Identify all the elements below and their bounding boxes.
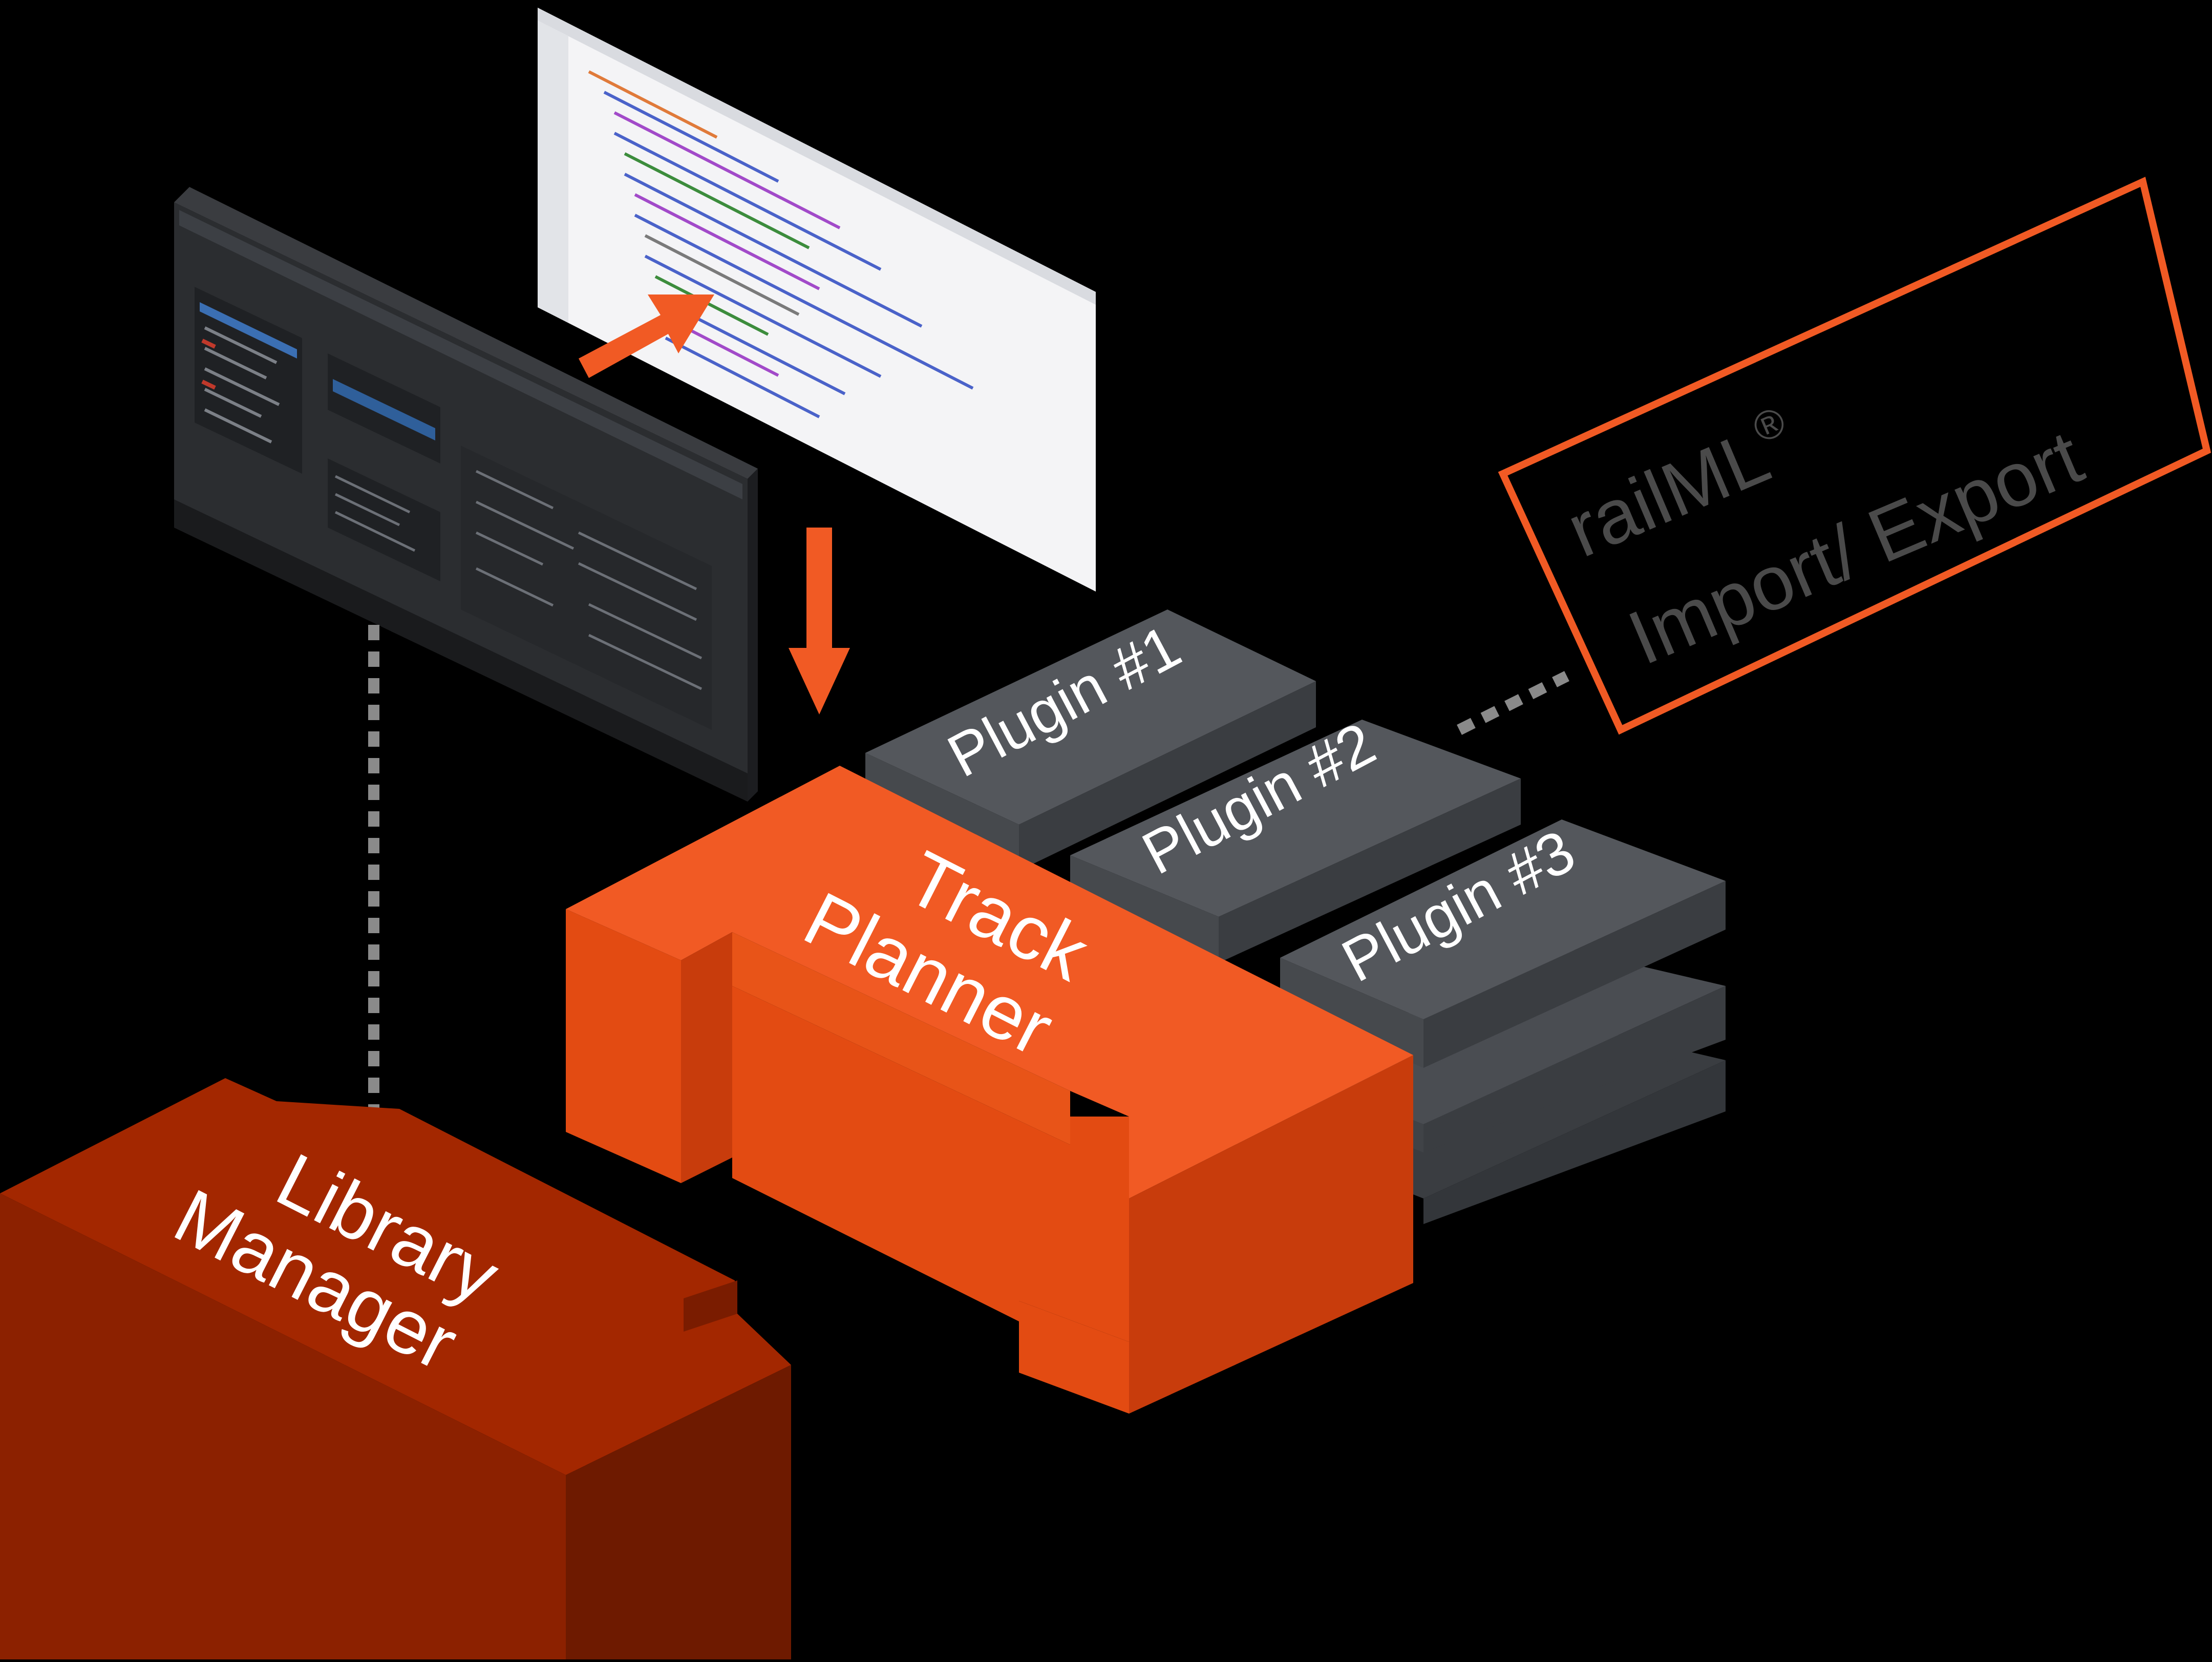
app-window-screenshot [174, 187, 758, 802]
connector-plugin-to-railml [1457, 671, 1569, 735]
library-manager-block: Library Manager [0, 1078, 791, 1659]
arrow-down-icon [789, 528, 850, 714]
railml-box: railML® Import/ Export [1498, 177, 2211, 735]
xml-document-screenshot [538, 8, 1096, 592]
arrow-up-right-icon [579, 294, 714, 378]
